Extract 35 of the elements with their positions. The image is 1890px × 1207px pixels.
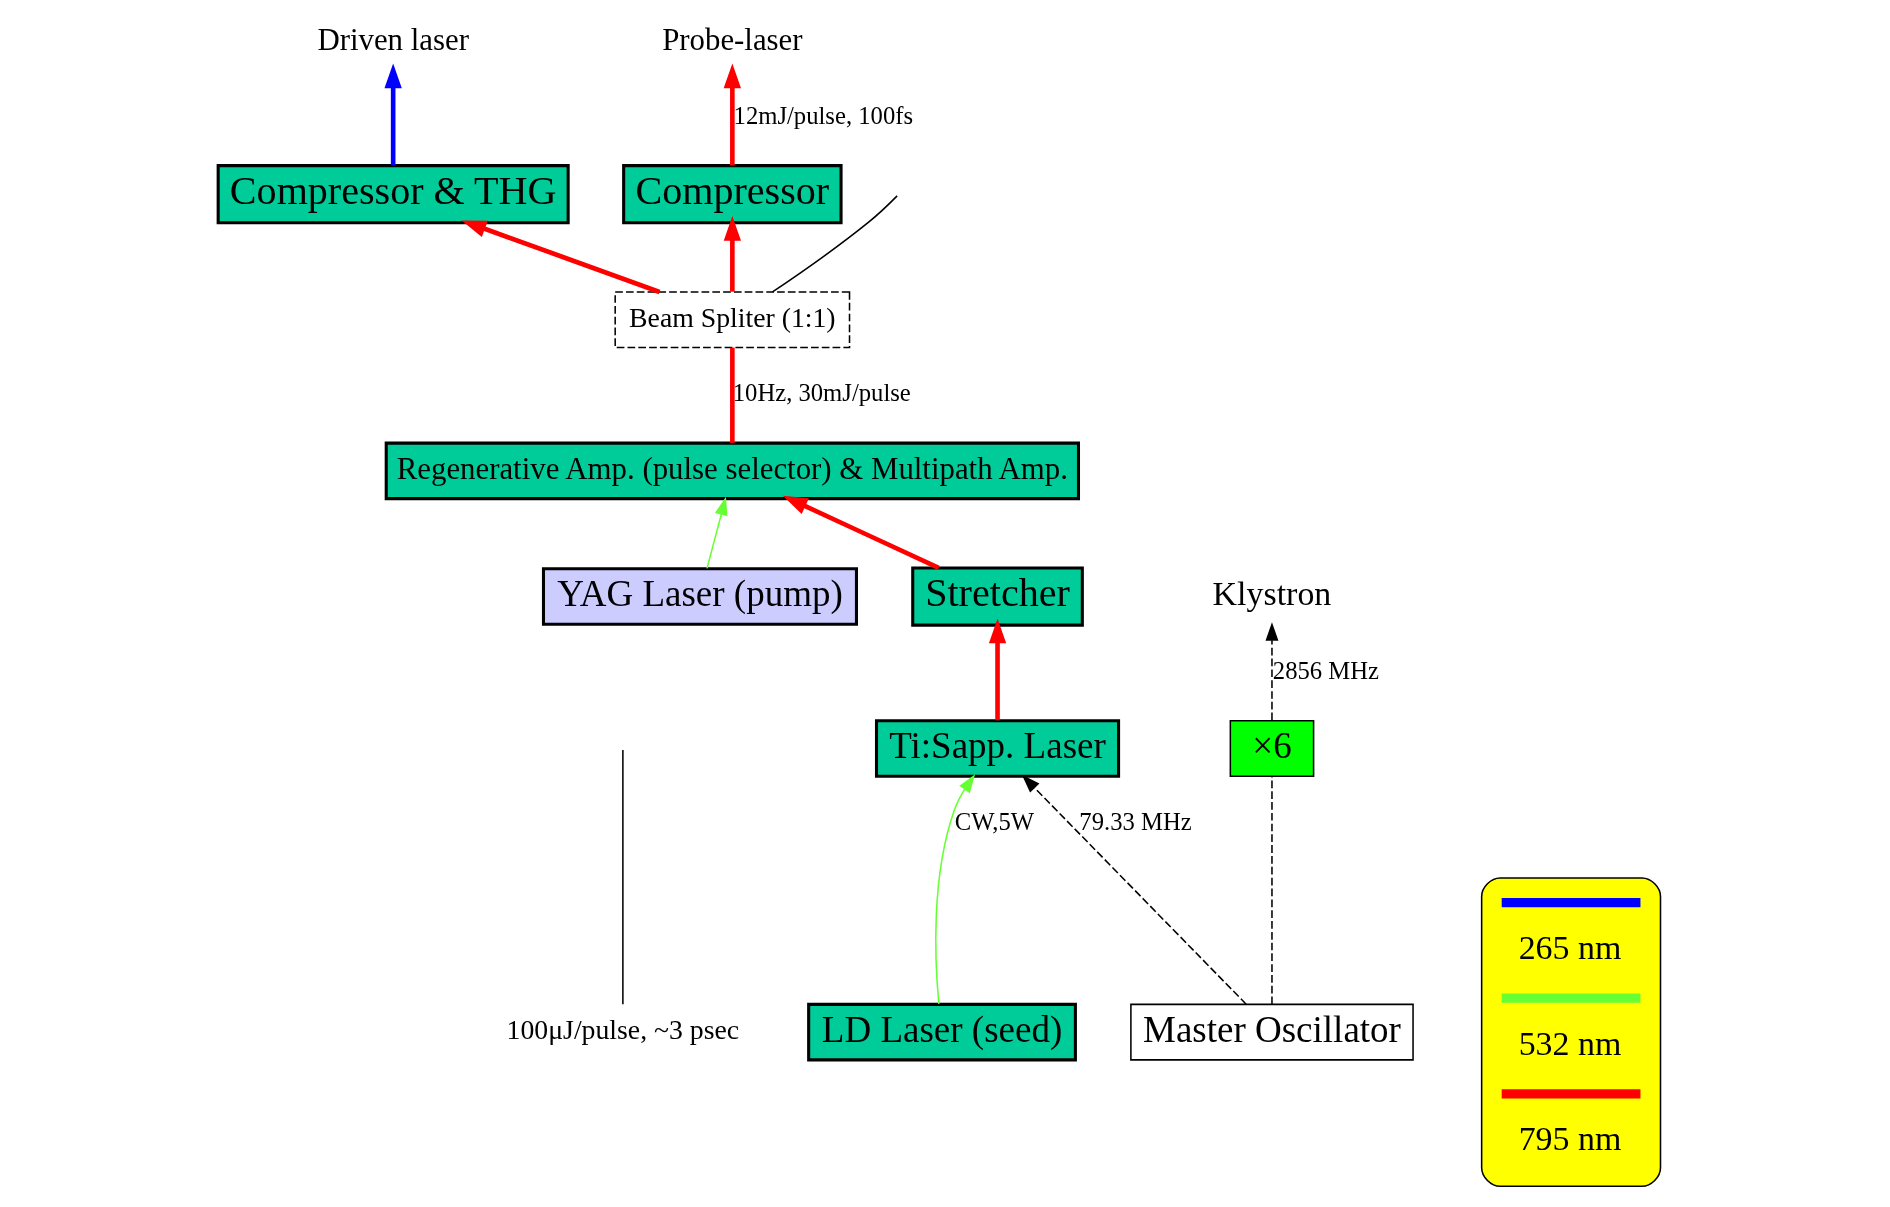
legend-label: 265 nm [1518,929,1621,967]
node-box: LD Laser (seed) [806,1002,1077,1062]
edge-label: 10Hz, 30mJ/pulse [732,379,911,407]
connector [621,749,624,1005]
legend-label: 795 nm [1518,1120,1621,1158]
node-text: Probe-laser [661,23,803,57]
node-box: Stretcher [910,566,1084,627]
edge-label: 2856 MHz [1272,656,1379,684]
node-box: Beam Spliter (1:1) [613,291,850,349]
node-text: Klystron [1212,575,1331,613]
arrow [723,63,741,166]
node-text: Driven laser [316,23,469,57]
node-box: ×6 [1229,719,1314,777]
arrow [723,216,741,292]
connector [729,347,735,443]
edge-label: CW,5W [954,807,1034,835]
arrow [384,63,402,166]
node-box: Master Oscillator [1129,1003,1414,1061]
node-box: YAG Laser (pump) [541,567,858,626]
connector [771,195,898,293]
node-text: 100μJ/pulse, ~3 psec [506,1013,739,1045]
node-box: Ti:Sapp. Laser [874,719,1120,778]
arrow [1265,622,1278,722]
arrow [934,774,975,1005]
node-box: Compressor & THG [216,164,570,225]
arrow [461,220,660,295]
arrow [1021,774,1247,1005]
arrow [782,495,940,570]
arrow [705,496,727,570]
arrow [988,618,1006,721]
edge-label: 79.33 MHz [1078,807,1192,835]
node-box: Compressor [621,164,843,225]
legend-label: 532 nm [1518,1024,1621,1062]
edge-label: 12mJ/pulse, 100fs [733,101,913,129]
node-box: Regenerative Amp. (pulse selector) & Multipath Amp. [384,441,1080,501]
